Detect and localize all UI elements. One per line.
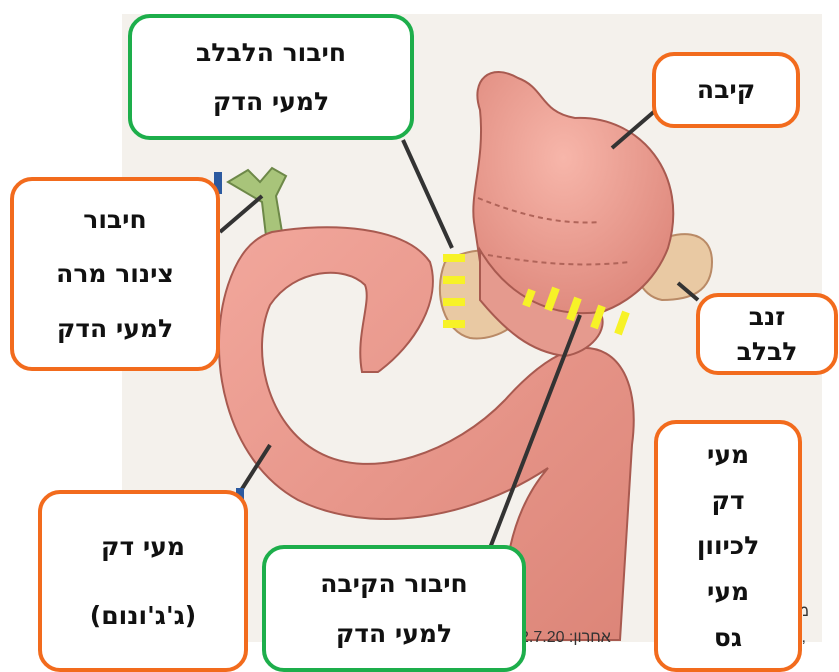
label-small-intestine-direction-line2: דק	[711, 485, 744, 516]
source-caption-line3: אחרון: 2.7.20	[520, 629, 611, 647]
label-stomach-connection-line2: למעי הדק	[336, 618, 452, 649]
label-small-intestine: מעי דק (ג'ג'ונום)	[38, 490, 248, 672]
label-small-intestine-line1: מעי דק	[101, 531, 185, 562]
label-bile-duct-connection-line3: למעי הדק	[57, 313, 173, 344]
label-pancreas-tail-line1: זנב	[749, 301, 786, 332]
label-stomach-connection-line1: חיבור הקיבה	[320, 568, 468, 599]
label-bile-duct-connection-line1: חיבור	[83, 204, 146, 235]
label-pancreas-tail: זנב לבלב	[696, 293, 838, 375]
label-small-intestine-direction: מעי דק לכיוון מעי גס	[654, 420, 802, 672]
label-pancreas-tail-line2: לבלב	[737, 336, 798, 367]
label-pancreas-connection: חיבור הלבלב למעי הדק	[128, 14, 414, 140]
label-small-intestine-line2: (ג'ג'ונום)	[90, 600, 196, 631]
label-small-intestine-direction-line3: לכיוון	[697, 530, 759, 561]
label-stomach-connection: חיבור הקיבה למעי הדק	[262, 545, 526, 672]
label-small-intestine-direction-line1: מעי	[707, 439, 749, 470]
label-bile-duct-connection: חיבור צינור מרה למעי הדק	[10, 177, 220, 371]
label-pancreas-connection-line1: חיבור הלבלב	[196, 37, 346, 68]
label-small-intestine-direction-line5: גס	[714, 622, 742, 653]
label-bile-duct-connection-line2: צינור מרה	[56, 258, 174, 289]
label-stomach: קיבה	[652, 52, 800, 128]
label-stomach-text: קיבה	[697, 74, 755, 105]
label-pancreas-connection-line2: למעי הדק	[213, 86, 329, 117]
label-small-intestine-direction-line4: מעי	[707, 576, 749, 607]
